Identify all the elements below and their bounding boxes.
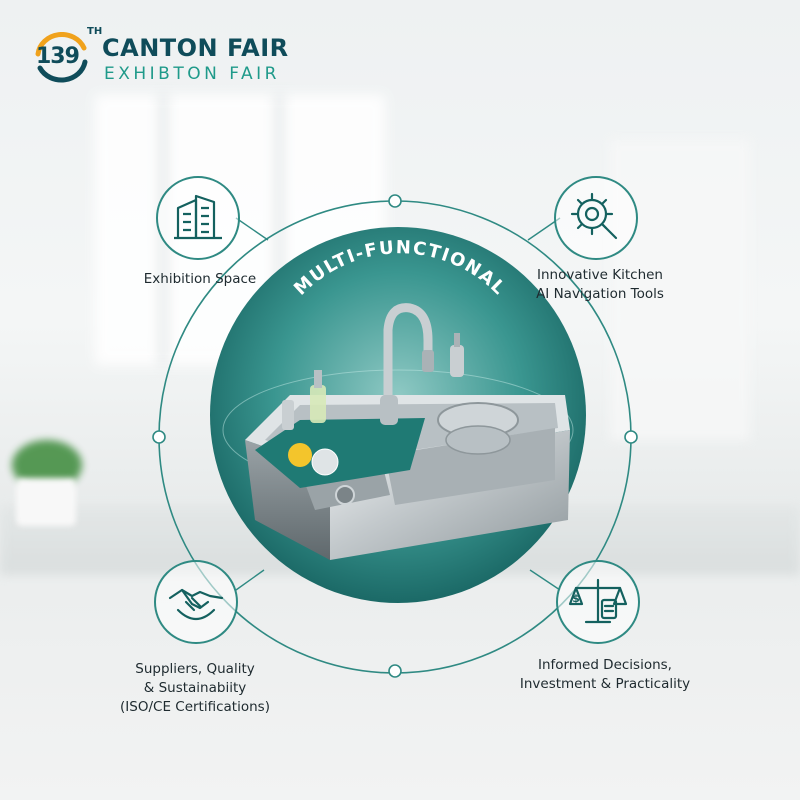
sink-illustration	[245, 303, 570, 560]
connector-bottom-left	[235, 569, 265, 591]
feature-ai-navigation-icon-circle	[554, 176, 638, 260]
logo-number: 139	[36, 44, 80, 69]
feature-label-line: Informed Decisions,	[538, 657, 672, 673]
logo-superscript: TH	[87, 26, 103, 37]
feature-label-line: Investment & Practicality	[519, 676, 691, 692]
feature-label-ai-navigation: Innovative Kitchen AI Navigation Tools	[500, 266, 700, 304]
feature-label-line: Suppliers, Quality	[135, 661, 255, 677]
logo-title: CANTON FAIR	[102, 34, 289, 62]
feature-exhibition-space-icon-circle	[156, 176, 240, 260]
feature-label-exhibition-space: Exhibition Space	[100, 270, 300, 289]
feature-suppliers-icon-circle	[154, 560, 238, 644]
feature-label-suppliers: Suppliers, Quality & Sustainabiity (ISO/…	[90, 660, 300, 717]
balance-scale-icon: $	[568, 578, 628, 624]
logo-subtitle: EXHIBTON FAIR	[104, 64, 280, 84]
svg-text:$: $	[572, 592, 580, 605]
feature-label-line: AI Navigation Tools	[536, 286, 664, 302]
feature-label-line: Innovative Kitchen	[537, 267, 663, 283]
feature-label-informed-decisions: Informed Decisions, Investment & Practic…	[500, 656, 710, 694]
ring-node-right	[624, 430, 638, 444]
handshake-shield-icon	[168, 588, 224, 621]
feature-label-line: Exhibition Space	[143, 271, 257, 287]
gear-search-icon	[570, 192, 618, 240]
feature-label-line: (ISO/CE Certifications)	[120, 699, 270, 715]
feature-informed-decisions-icon-circle: $	[556, 560, 640, 644]
connector-top-left	[235, 217, 269, 241]
ring-node-bottom	[388, 664, 402, 678]
background-window-right	[610, 140, 750, 440]
ring-node-left	[152, 430, 166, 444]
connector-bottom-right	[529, 569, 561, 591]
canton-fair-logo: 139 TH CANTON FAIR EXHIBTON FAIR	[30, 26, 330, 88]
background-plant-pot	[16, 478, 76, 526]
feature-label-line: & Sustainabiity	[143, 680, 247, 696]
building-icon	[174, 194, 222, 240]
logo-ring-icon	[35, 32, 88, 83]
ring-node-top	[388, 194, 402, 208]
